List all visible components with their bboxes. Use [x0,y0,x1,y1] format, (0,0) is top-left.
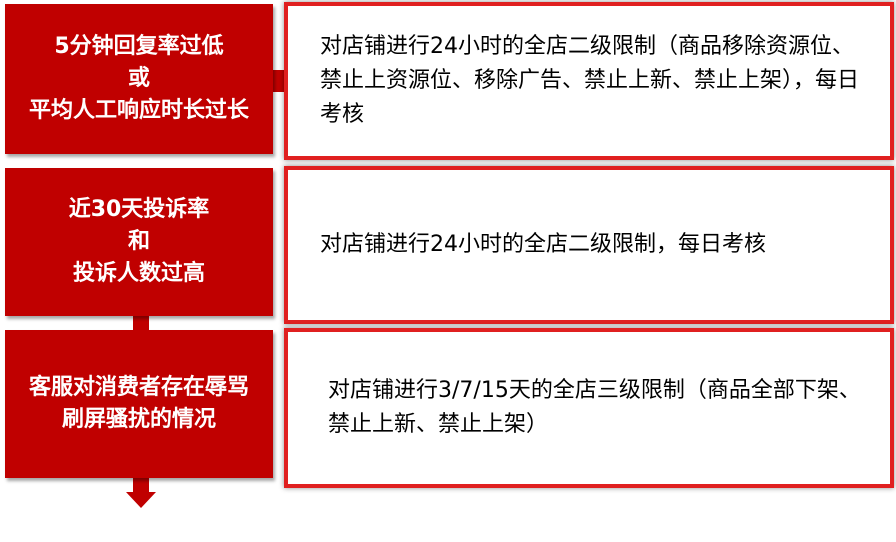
condition-1-line-1: 5分钟回复率过低 [54,34,224,59]
penalty-box-3: 对店铺进行3/7/15天的全店三级限制（商品全部下架、禁止上新、禁止上架） [284,328,894,488]
penalty-box-2: 对店铺进行24小时的全店二级限制，每日考核 [284,166,894,324]
condition-box-3: 客服对消费者存在辱骂 刷屏骚扰的情况 [5,330,273,478]
connector-arrow-down-2 [126,476,156,508]
penalty-box-1: 对店铺进行24小时的全店二级限制（商品移除资源位、禁止上资源位、移除广告、禁止上… [284,2,894,160]
condition-box-1: 5分钟回复率过低 或 平均人工响应时长过长 [5,4,273,154]
condition-1-line-3: 平均人工响应时长过长 [28,98,249,123]
condition-2-line-2: 和 [127,229,150,254]
penalty-2-text: 对店铺进行24小时的全店二级限制，每日考核 [320,232,766,257]
penalty-1-text: 对店铺进行24小时的全店二级限制（商品移除资源位、禁止上资源位、移除广告、禁止上… [320,34,860,127]
penalty-3-text: 对店铺进行3/7/15天的全店三级限制（商品全部下架、禁止上新、禁止上架） [328,378,861,437]
condition-3-line-2: 刷屏骚扰的情况 [61,407,216,432]
condition-1-line-2: 或 [127,66,150,91]
condition-2-line-3: 投诉人数过高 [72,261,205,286]
condition-box-2: 近30天投诉率 和 投诉人数过高 [5,168,273,316]
condition-2-line-1: 近30天投诉率 [68,197,210,222]
condition-3-line-1: 客服对消费者存在辱骂 [28,375,249,400]
